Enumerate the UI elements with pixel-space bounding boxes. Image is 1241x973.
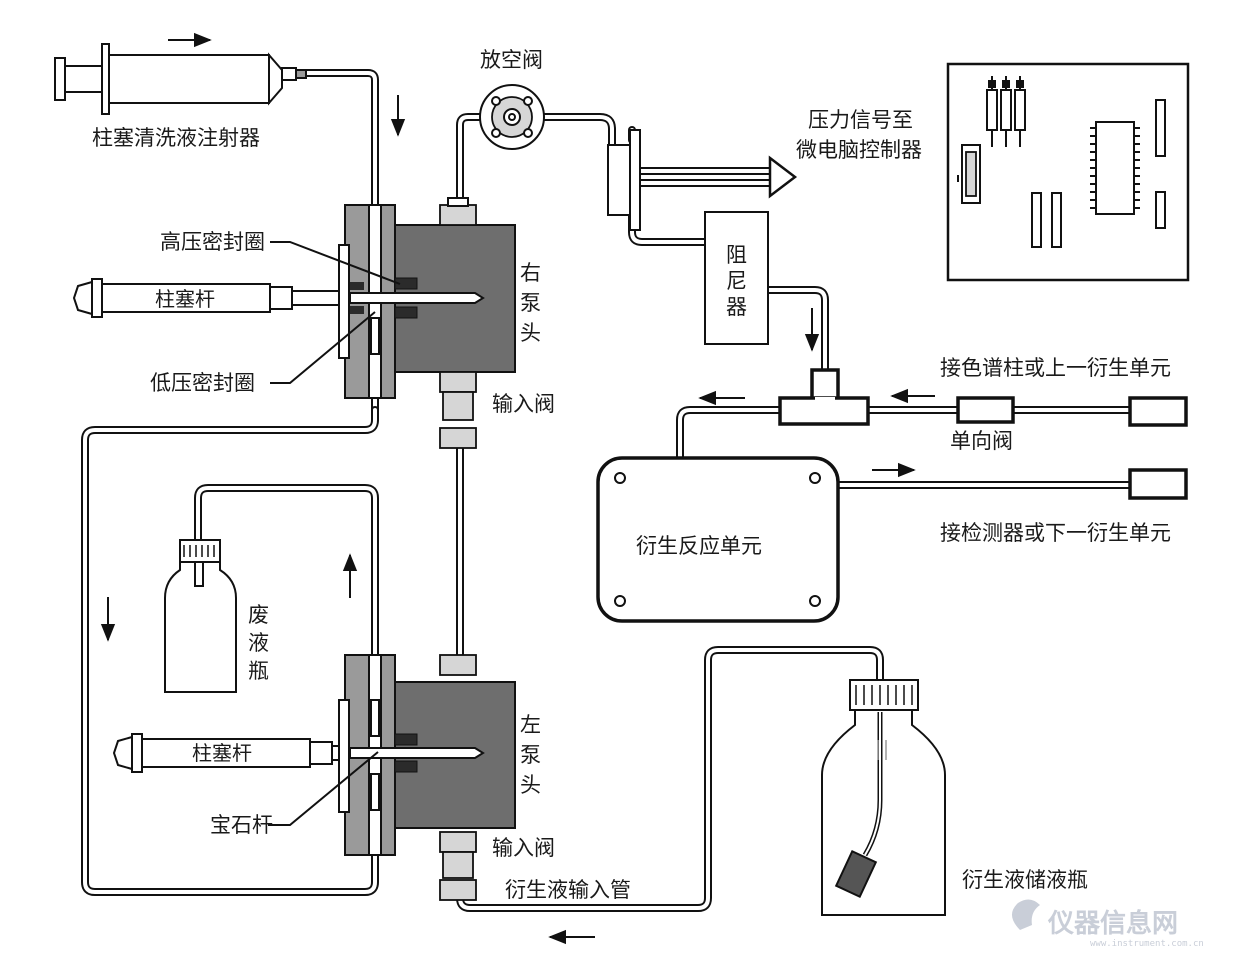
plunger-rod-label-bottom: 柱塞杆 [192,741,252,765]
reagent-input-tube-label: 衍生液输入管 [505,878,631,902]
controller-board [946,62,1190,282]
waste-bottle-label-1: 废 [248,603,269,627]
right-pump-head-label-1: 右 [520,261,541,285]
watermark: 仪器信息网 www.instrument.com.cn [1011,899,1204,949]
check-valve-label: 单向阀 [950,429,1013,453]
pressure-signal-label-1: 压力信号至 [808,108,913,132]
plunger-rod-label-top: 柱塞杆 [155,287,215,311]
pressure-signal-label-2: 微电脑控制器 [796,138,922,162]
tee-fitting [778,368,870,426]
right-pump-head-label-2: 泵 [520,291,541,315]
column-connector [1128,396,1188,427]
waste-bottle-label-3: 瓶 [248,659,269,683]
waste-bottle-label-2: 液 [248,631,269,655]
waste-bottle [164,539,237,693]
high-pressure-seal-label: 高压密封圈 [160,230,265,254]
plunger-wash-syringe [54,43,307,115]
detector-connector [1128,468,1188,500]
watermark-text: 仪器信息网 [1047,908,1178,939]
signal-arrow-icon [768,155,798,199]
watermark-url: www.instrument.com.cn [1090,939,1204,949]
left-pump-head-label-3: 头 [520,773,541,797]
watermark-logo-icon [1011,899,1040,930]
plunger-wash-syringe-label: 柱塞清洗液注射器 [92,126,260,150]
left-pump-head [112,654,516,901]
flow-arrows [100,32,935,945]
left-pump-head-label-1: 左 [520,713,541,737]
low-pressure-seal-label: 低压密封圈 [150,371,255,395]
input-valve-label-top: 输入阀 [492,392,555,416]
to-detector-label: 接检测器或下一衍生单元 [940,521,1171,545]
reaction-unit-label: 衍生反应单元 [636,534,762,558]
reagent-bottle [821,679,946,916]
from-column-label: 接色谱柱或上一衍生单元 [940,356,1171,380]
damper [704,211,769,345]
left-pump-head-label-2: 泵 [520,743,541,767]
leader-lines [268,241,401,826]
pressure-sensor [607,129,798,231]
check-valve [956,396,1015,424]
damper-label-2: 尼 [726,269,747,293]
right-pump-head-label-3: 头 [520,321,541,345]
right-pump-head [72,197,516,449]
derivatization-reaction-unit [596,456,840,623]
vent-valve-label: 放空阀 [480,48,543,72]
input-valve-label-bottom: 输入阀 [492,836,555,860]
sapphire-rod-label: 宝石杆 [210,813,273,837]
damper-label-3: 器 [726,295,747,319]
damper-label-1: 阻 [726,243,747,267]
reagent-bottle-label: 衍生液储液瓶 [962,868,1088,892]
vent-valve [479,84,545,150]
labels: 柱塞清洗液注射器 放空阀 压力信号至 微电脑控制器 高压密封圈 柱塞杆 低压密封… [92,48,1171,902]
chip-icon [1090,121,1140,215]
resistor-icon [986,76,1026,147]
